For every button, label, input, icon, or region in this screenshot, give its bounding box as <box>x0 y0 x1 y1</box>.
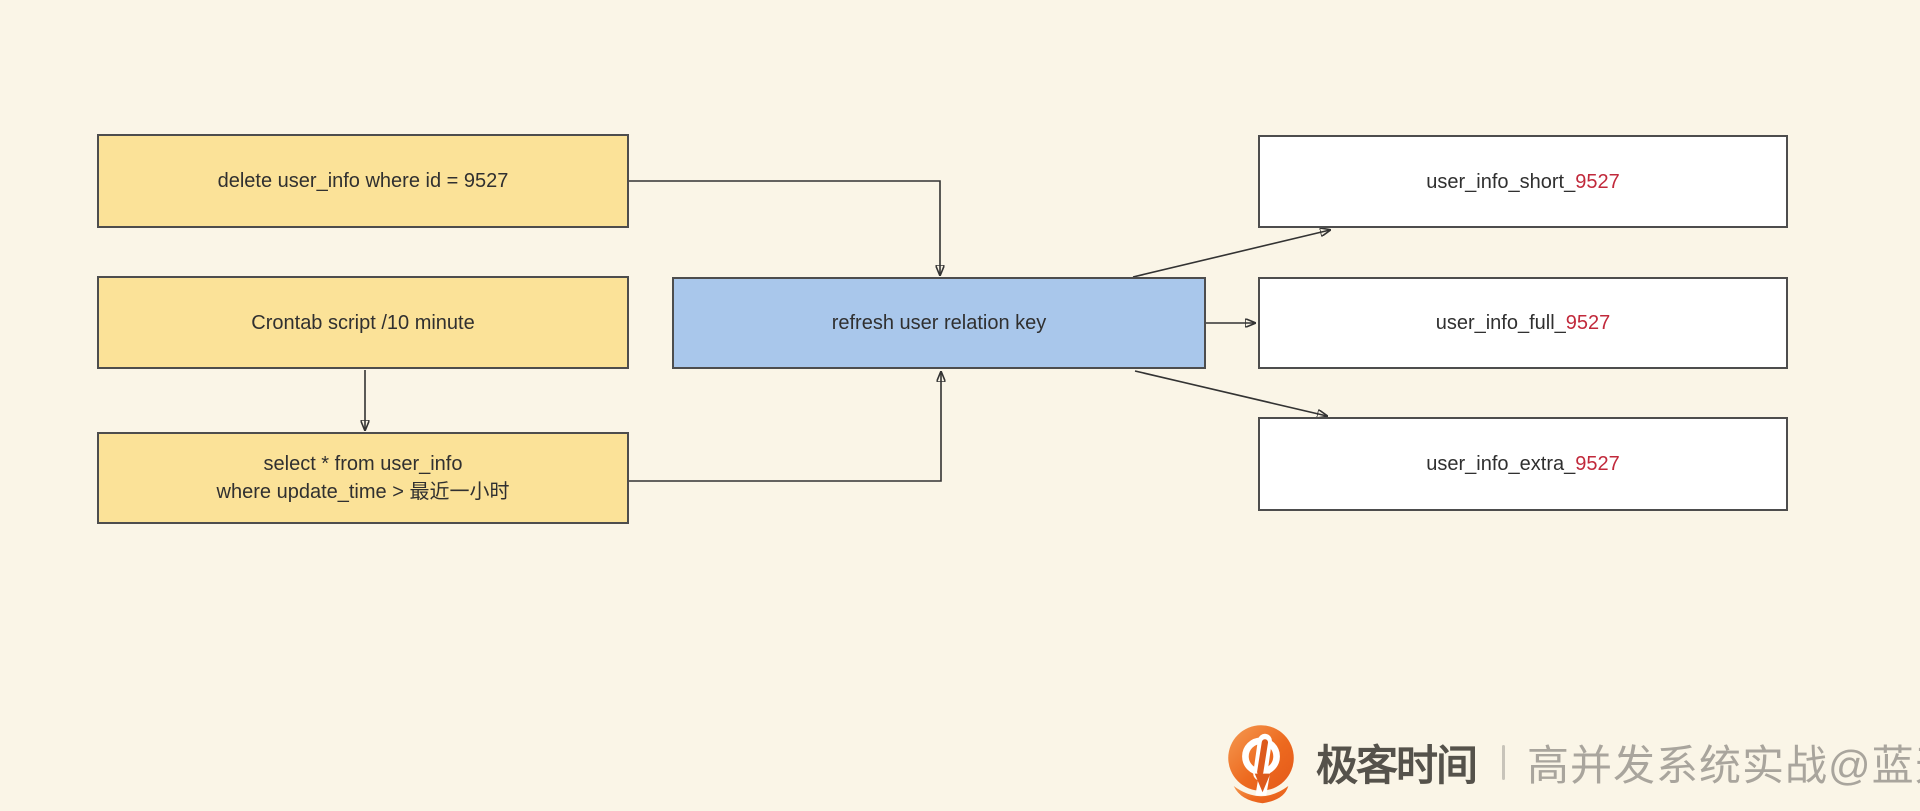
cache-key-name: user_info_full_ <box>1435 312 1566 334</box>
node-label: delete user_info where id = 9527 <box>217 170 509 192</box>
node-label: Crontab script /10 minute <box>251 311 475 334</box>
node-label-line1: select * from user_info <box>263 453 463 475</box>
node-cache-user-info-short: user_info_short_9527 <box>1258 135 1788 228</box>
arrow-delete-to-refresh <box>629 180 940 275</box>
arrow-select-to-refresh <box>629 372 941 482</box>
cache-key-id: 9527 <box>1565 312 1611 334</box>
node-label: user_info_short_9527 <box>1426 168 1619 196</box>
arrow-refresh-to-short <box>1132 230 1330 278</box>
watermark-divider <box>1502 744 1506 780</box>
node-label: user_info_extra_9527 <box>1426 450 1619 478</box>
node-cache-user-info-extra: user_info_extra_9527 <box>1258 417 1788 511</box>
node-select-user-info: select * from user_info where update_tim… <box>97 432 629 524</box>
node-cache-user-info-full: user_info_full_9527 <box>1258 277 1788 369</box>
brand-name: 极客时间 <box>1316 741 1478 789</box>
node-refresh-relation-key: refresh user relation key <box>672 277 1206 369</box>
cache-key-id: 9527 <box>1575 170 1620 193</box>
node-label-line2: where update_time > 最近一小时 <box>216 481 510 503</box>
node-label: refresh user relation key <box>831 312 1047 334</box>
watermark: 极客时间 高并发系统实战@蓝天 <box>1222 716 1920 808</box>
node-crontab-script: Crontab script /10 minute <box>97 276 629 369</box>
node-delete-user-info: delete user_info where id = 9527 <box>97 134 629 228</box>
geektime-logo-icon <box>1228 725 1294 804</box>
cache-key-name: user_info_extra_ <box>1426 453 1576 475</box>
cache-key-id: 9527 <box>1575 453 1620 475</box>
cache-key-name: user_info_short_ <box>1426 170 1576 193</box>
node-label: user_info_full_9527 <box>1436 309 1611 337</box>
course-credit: 高并发系统实战@蓝天 <box>1527 741 1920 789</box>
arrow-refresh-to-extra <box>1134 370 1327 416</box>
